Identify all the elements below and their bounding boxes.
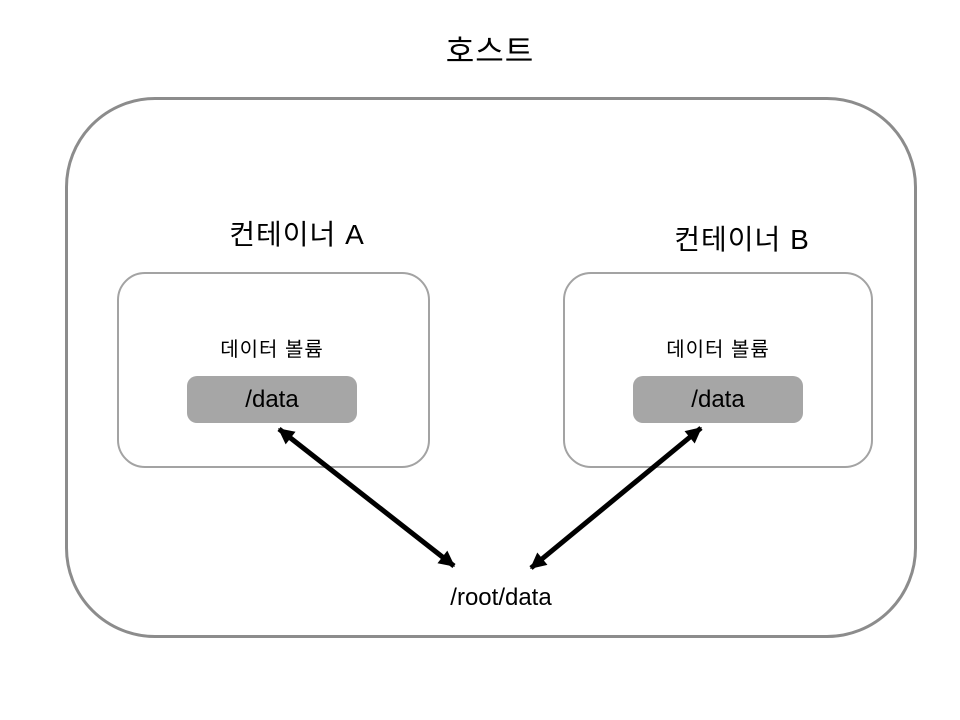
host-title: 호스트 [445, 34, 535, 69]
container-b-label: 컨테이너 B [674, 224, 810, 255]
container-a-volume-label: 데이터 볼륨 [220, 339, 324, 361]
container-b-mount-path: /data [633, 376, 803, 423]
container-b-volume-label: 데이터 볼륨 [666, 339, 770, 361]
container-b-box [563, 272, 873, 468]
container-a-box [117, 272, 430, 468]
host-path-label: /root/data [450, 584, 552, 611]
container-a-label: 컨테이너 A [229, 219, 365, 250]
container-a-mount-path: /data [187, 376, 357, 423]
host-box [65, 97, 917, 638]
